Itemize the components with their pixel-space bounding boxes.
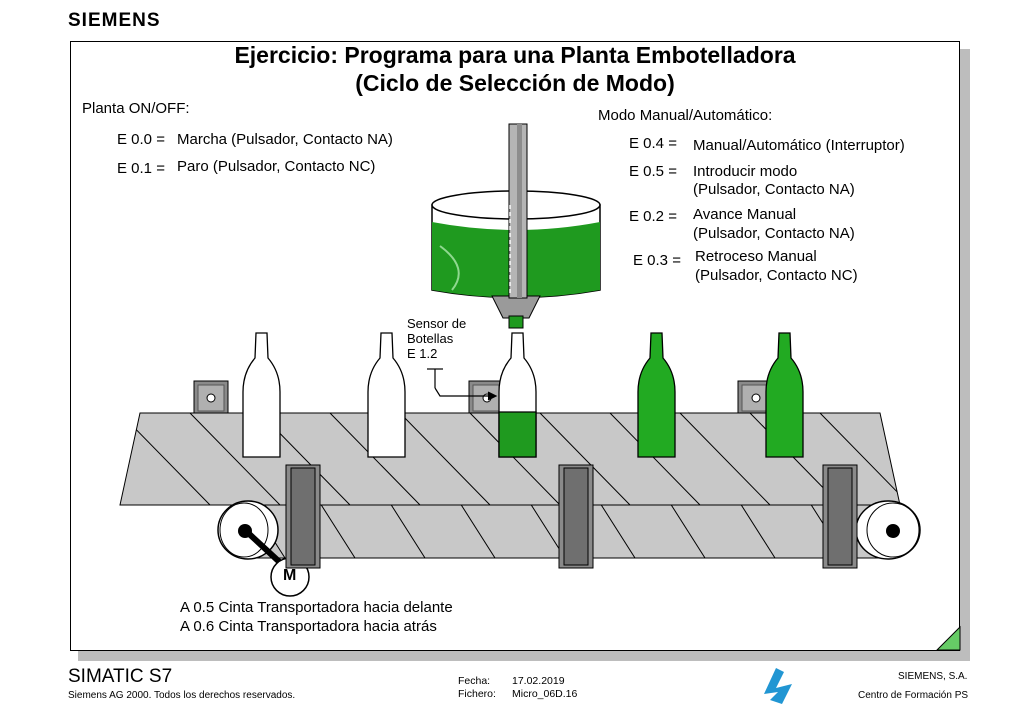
page-corner-fold [935, 625, 961, 651]
output-a05: A 0.5 Cinta Transportadora hacia delante [180, 599, 453, 616]
bottle-empty-2 [367, 332, 406, 458]
slide-title: Ejercicio: Programa para una Planta Embo… [234, 42, 796, 68]
training-center-logo [764, 668, 792, 704]
slide-subtitle: (Ciclo de Selección de Modo) [355, 70, 675, 96]
input-e02-desc-line2: (Pulsador, Contacto NA) [693, 225, 855, 242]
input-e01-desc: Paro (Pulsador, Contacto NC) [177, 158, 376, 175]
siemens-logo: SIEMENS [68, 10, 161, 31]
motor-label: M [283, 567, 297, 584]
front-post-left [285, 464, 321, 569]
front-post-center [558, 464, 594, 569]
tank-stirrer-shaft [508, 123, 528, 299]
back-bracket-left [193, 380, 229, 416]
input-e03-desc-line1: Retroceso Manual [695, 248, 817, 265]
footer-copyright: Siemens AG 2000. Todos los derechos rese… [68, 690, 296, 701]
input-e02-desc-line1: Avance Manual [693, 206, 797, 223]
input-e05-address: E 0.5 = [629, 163, 677, 180]
output-a06: A 0.6 Cinta Transportadora hacia atrás [180, 618, 437, 635]
back-bracket-center [468, 380, 504, 416]
input-e03-desc-line2: (Pulsador, Contacto NC) [695, 267, 858, 284]
input-e00-address: E 0.0 = [117, 131, 165, 148]
bottle-filling [498, 332, 537, 458]
bottle-empty-1 [242, 332, 281, 458]
input-e03-address: E 0.3 = [633, 252, 681, 269]
input-e04-desc: Manual/Automático (Interruptor) [693, 137, 905, 154]
footer-file-value: Micro_06D.16 [512, 688, 578, 700]
footer-file-label: Fichero: [458, 688, 496, 700]
roller-right [855, 500, 921, 560]
footer-training-center: Centro de Formación PS [858, 690, 969, 701]
footer-company: SIEMENS, S.A. [898, 671, 968, 682]
bottle-full-2 [765, 332, 804, 458]
input-e02-address: E 0.2 = [629, 208, 677, 225]
input-e00-desc: Marcha (Pulsador, Contacto NA) [177, 131, 393, 148]
sensor-label-line3: E 1.2 [407, 346, 438, 361]
sensor-label-line2: Botellas [407, 331, 454, 346]
input-e01-address: E 0.1 = [117, 160, 165, 177]
footer-date-value: 17.02.2019 [512, 675, 565, 687]
input-e05-desc-line2: (Pulsador, Contacto NA) [693, 181, 855, 198]
footer-product: SIMATIC S7 [68, 666, 173, 687]
bottle-full-1 [637, 332, 676, 458]
front-post-right [822, 464, 858, 569]
mode-heading: Modo Manual/Automático: [598, 107, 773, 124]
sensor-arrow [427, 368, 498, 401]
input-e04-address: E 0.4 = [629, 135, 677, 152]
footer-date-label: Fecha: [458, 675, 491, 687]
sensor-label-line1: Sensor de [407, 316, 467, 331]
plant-onoff-heading: Planta ON/OFF: [82, 100, 190, 117]
input-e05-desc-line1: Introducir modo [693, 163, 798, 180]
